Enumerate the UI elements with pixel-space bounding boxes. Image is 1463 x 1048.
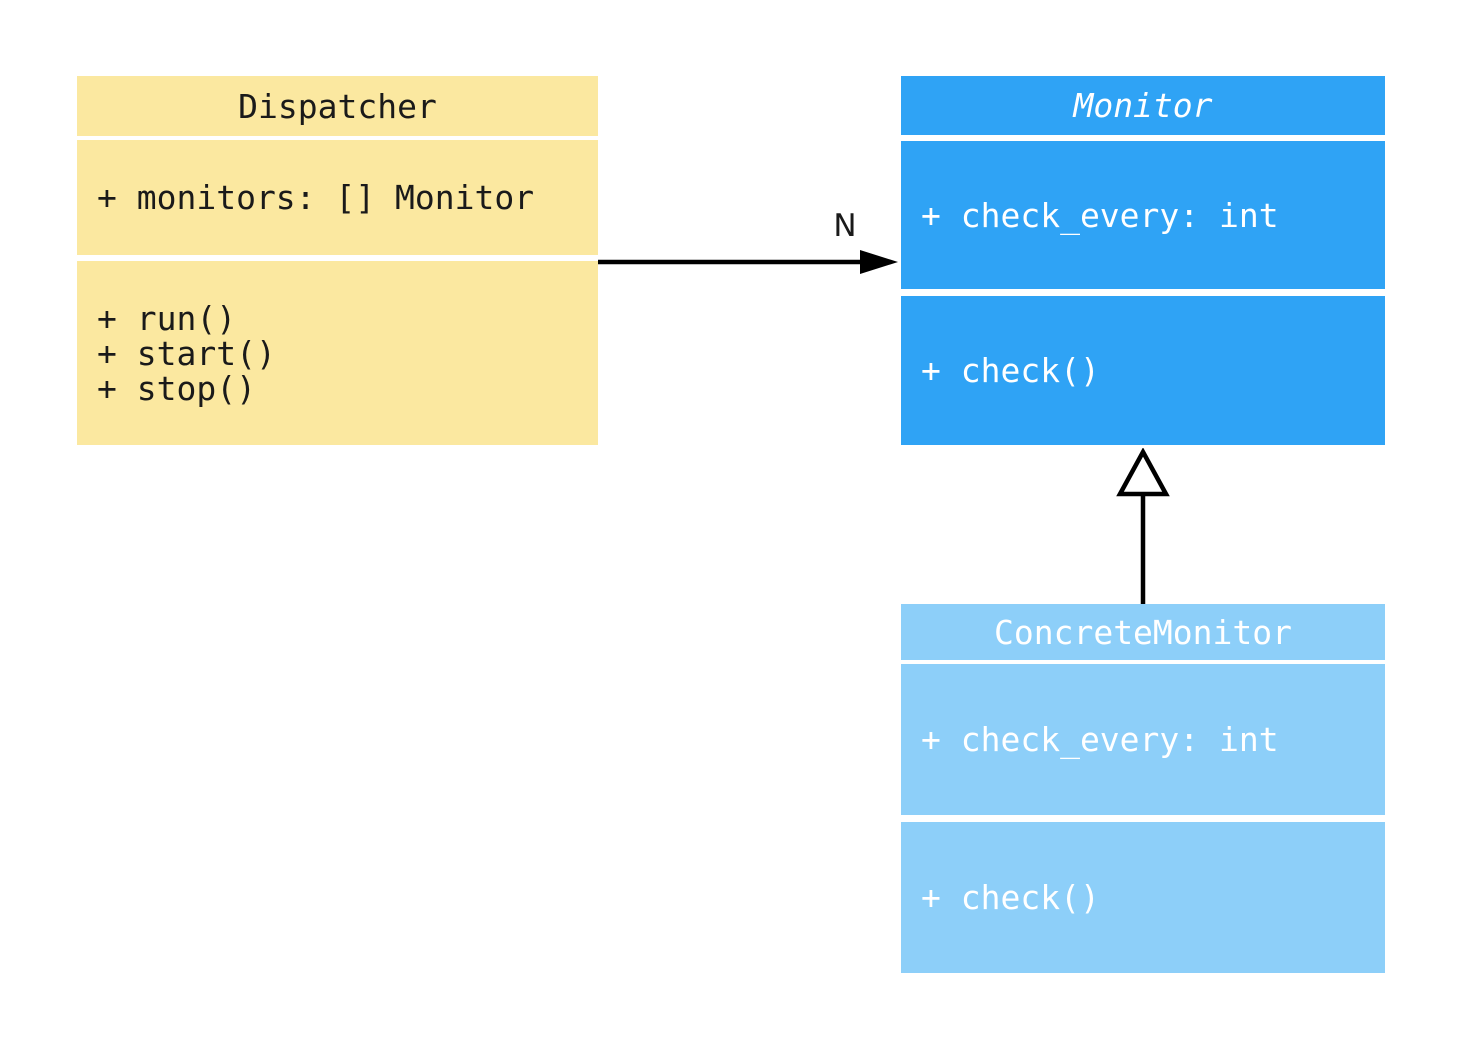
class-title-concrete-monitor: ConcreteMonitor [901,604,1385,660]
attribute-check-every: + check_every: int [921,195,1279,235]
class-methods-monitor: + check() [901,296,1385,445]
method-check: + check() [921,878,1100,917]
method-start: + start() [97,333,276,373]
association-multiplicity-label: N [833,208,857,244]
class-attributes-concrete-monitor: + check_every: int [901,664,1385,815]
class-title-dispatcher: Dispatcher [77,76,598,136]
class-attributes-dispatcher: + monitors: [] Monitor [77,140,598,255]
class-name: Monitor [1073,86,1213,125]
class-attributes-monitor: + check_every: int [901,141,1385,289]
class-methods-concrete-monitor: + check() [901,822,1385,973]
method-run: + run() [97,298,237,338]
class-name: ConcreteMonitor [993,612,1292,652]
method-check: + check() [921,351,1100,390]
attribute-check-every: + check_every: int [921,720,1279,759]
class-box-monitor: Monitor + check_every: int + check() [901,76,1385,445]
class-name: Dispatcher [238,86,437,126]
method-stop: + stop() [97,368,256,408]
class-box-dispatcher: Dispatcher + monitors: [] Monitor + run(… [77,76,598,445]
class-methods-dispatcher: + run() + start() + stop() [77,261,598,445]
attribute-monitors: + monitors: [] Monitor [97,178,535,217]
class-title-monitor: Monitor [901,76,1385,135]
inheritance-arrow [1116,448,1170,604]
class-box-concrete-monitor: ConcreteMonitor + check_every: int + che… [901,604,1385,973]
association-arrow [598,250,898,274]
